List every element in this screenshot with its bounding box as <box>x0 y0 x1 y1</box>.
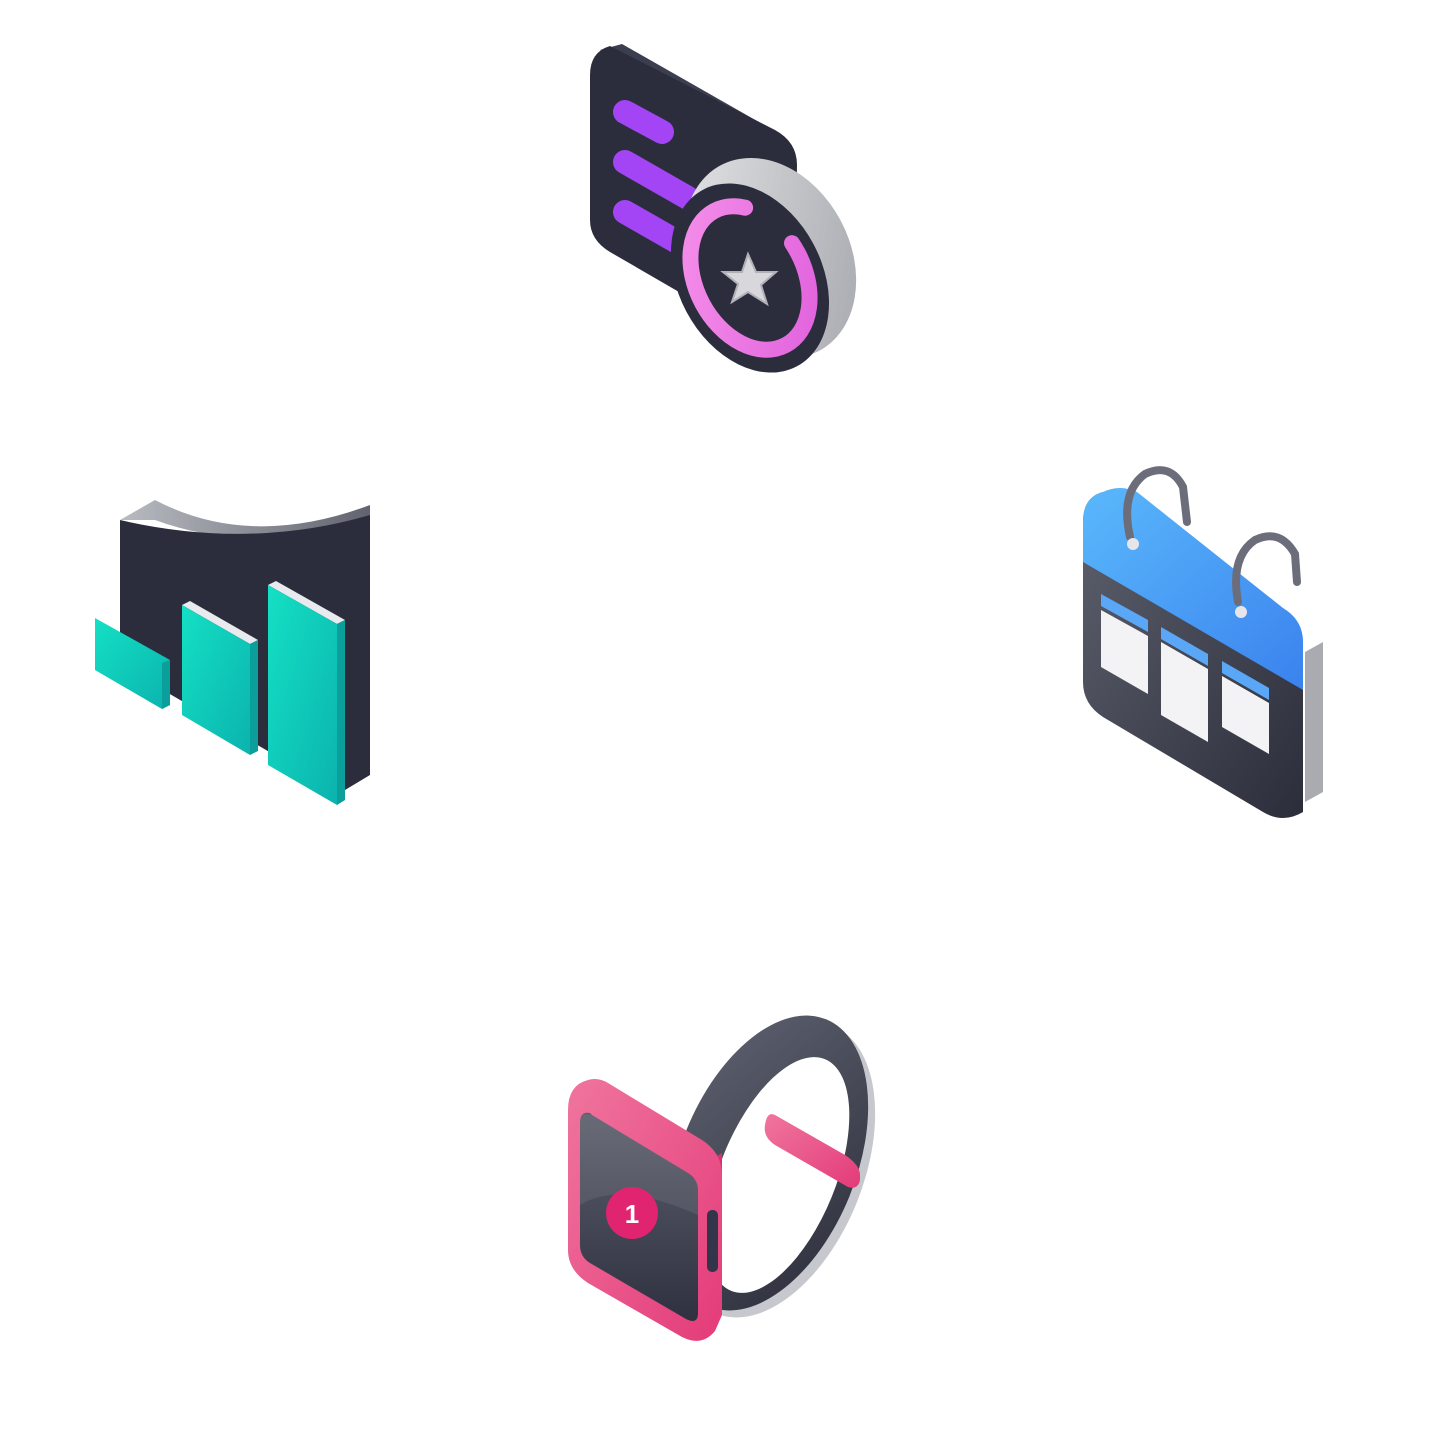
notification-count: 1 <box>625 1199 639 1229</box>
smartwatch-icon: 1 <box>560 995 880 1341</box>
award-badge-icon <box>580 40 870 400</box>
calendar-icon <box>1075 462 1335 827</box>
bar-chart-icon <box>90 495 380 815</box>
